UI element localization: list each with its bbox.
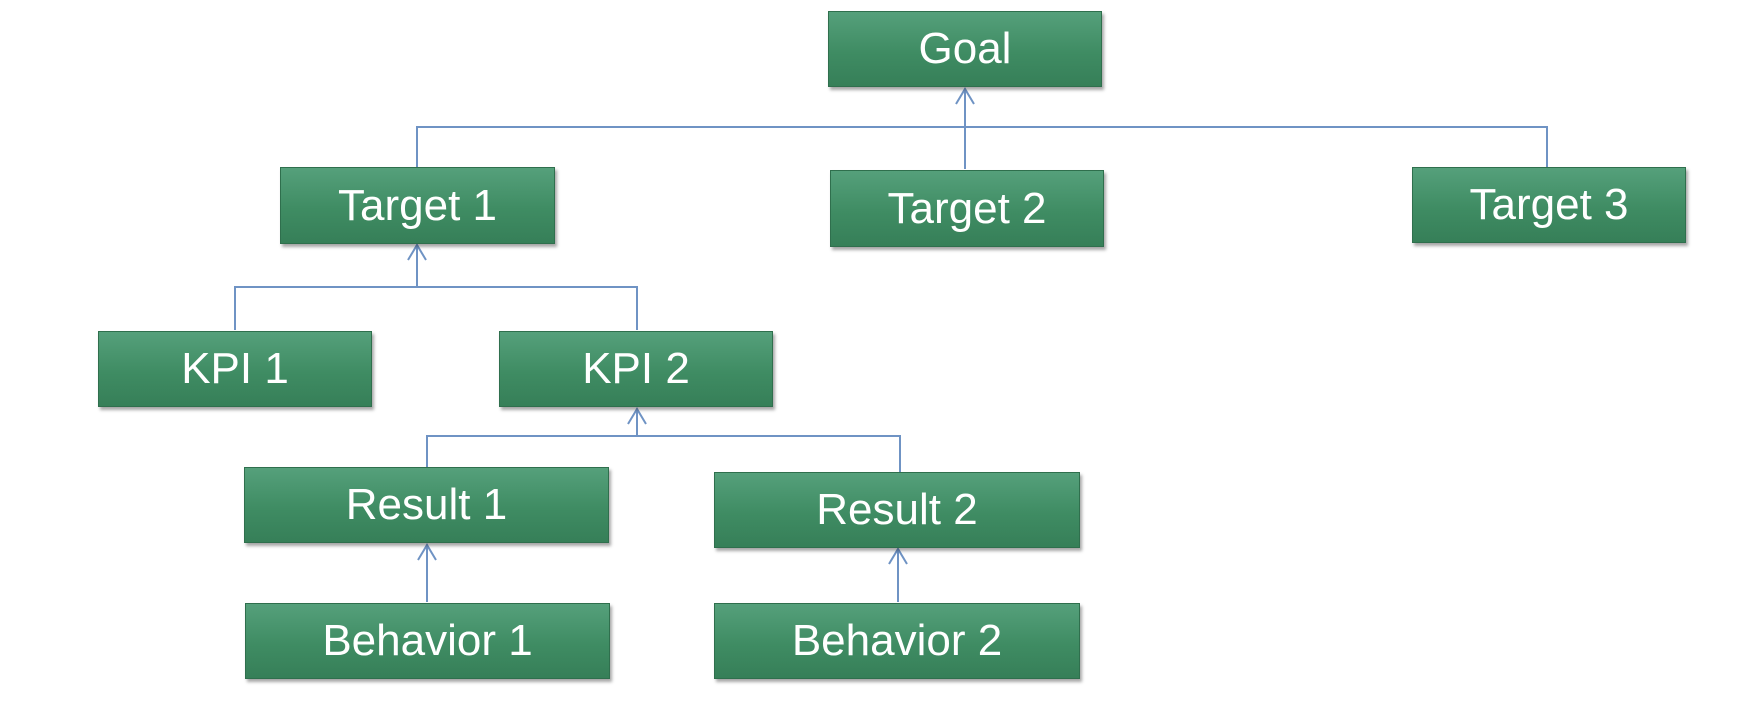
- node-result-2: Result 2: [714, 472, 1080, 548]
- connector-target1-kpis: [234, 286, 638, 330]
- arrow-to-result-1: [417, 543, 437, 561]
- arrow-to-goal: [955, 87, 975, 105]
- connector-kpi2-results: [426, 435, 901, 472]
- node-target-3: Target 3: [1412, 167, 1686, 243]
- arrow-to-result-2: [888, 547, 908, 565]
- node-kpi-1: KPI 1: [98, 331, 372, 407]
- node-result-1: Result 1: [244, 467, 609, 543]
- node-goal: Goal: [828, 11, 1102, 87]
- arrow-to-kpi-2: [627, 407, 647, 425]
- connector-goal-targets: [416, 126, 1548, 167]
- arrow-to-target-1: [407, 243, 427, 261]
- node-target-1: Target 1: [280, 167, 555, 244]
- node-behavior-1: Behavior 1: [245, 603, 610, 679]
- node-target-2: Target 2: [830, 170, 1104, 247]
- node-kpi-2: KPI 2: [499, 331, 773, 407]
- node-behavior-2: Behavior 2: [714, 603, 1080, 679]
